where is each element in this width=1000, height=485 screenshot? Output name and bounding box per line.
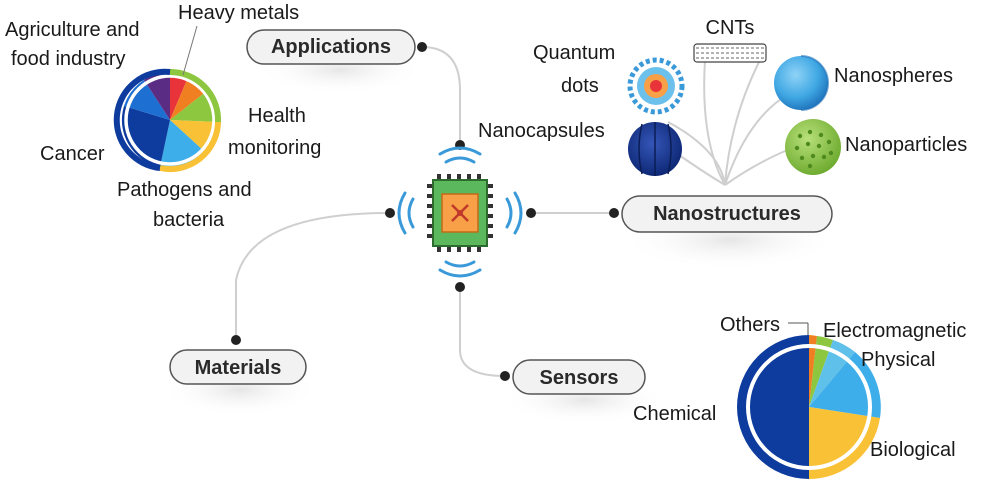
quantum-dot-icon [627,57,685,115]
sensors-label: Sensors [540,367,619,389]
nanoparticle-icon [785,119,841,175]
applications-label: Applications [271,36,391,58]
applications-pie [113,25,222,173]
agri-label-line1: Agriculture and [5,19,140,41]
cancer-label: Cancer [40,143,105,165]
nanoparticles-label: Nanoparticles [845,134,967,156]
pathogens-label-line2: bacteria [153,209,225,231]
quantum-label-line1: Quantum [533,42,615,64]
pathogens-label-line1: Pathogens and [117,179,252,201]
health-label-line2: monitoring [228,137,321,159]
agri-label-line2: food industry [11,48,126,70]
connector-dots [231,42,619,381]
cnt-icon [693,43,767,63]
electromagnetic-label: Electromagnetic [823,320,966,342]
sensors-pie [737,322,881,479]
materials-node[interactable]: Materials [169,349,307,385]
applications-node[interactable]: Applications [246,29,416,65]
chemical-label: Chemical [633,403,716,425]
nanostructures-label: Nanostructures [653,203,801,225]
chip-sensor-icon [397,146,523,278]
sensors-node[interactable]: Sensors [512,359,646,395]
nanosphere-icon [774,55,829,111]
nanospheres-label: Nanospheres [834,65,953,87]
nanocapsule-icon [628,122,682,176]
cnts-label: CNTs [706,17,755,39]
physical-label: Physical [861,349,935,371]
biological-label: Biological [870,439,956,461]
others-label: Others [720,314,780,336]
nanocapsules-label: Nanocapsules [478,120,605,142]
heavy-metals-label: Heavy metals [178,2,299,24]
nanostructures-node[interactable]: Nanostructures [621,195,833,233]
quantum-label-line2: dots [561,75,599,97]
health-label-line1: Health [248,105,306,127]
materials-label: Materials [195,357,282,379]
